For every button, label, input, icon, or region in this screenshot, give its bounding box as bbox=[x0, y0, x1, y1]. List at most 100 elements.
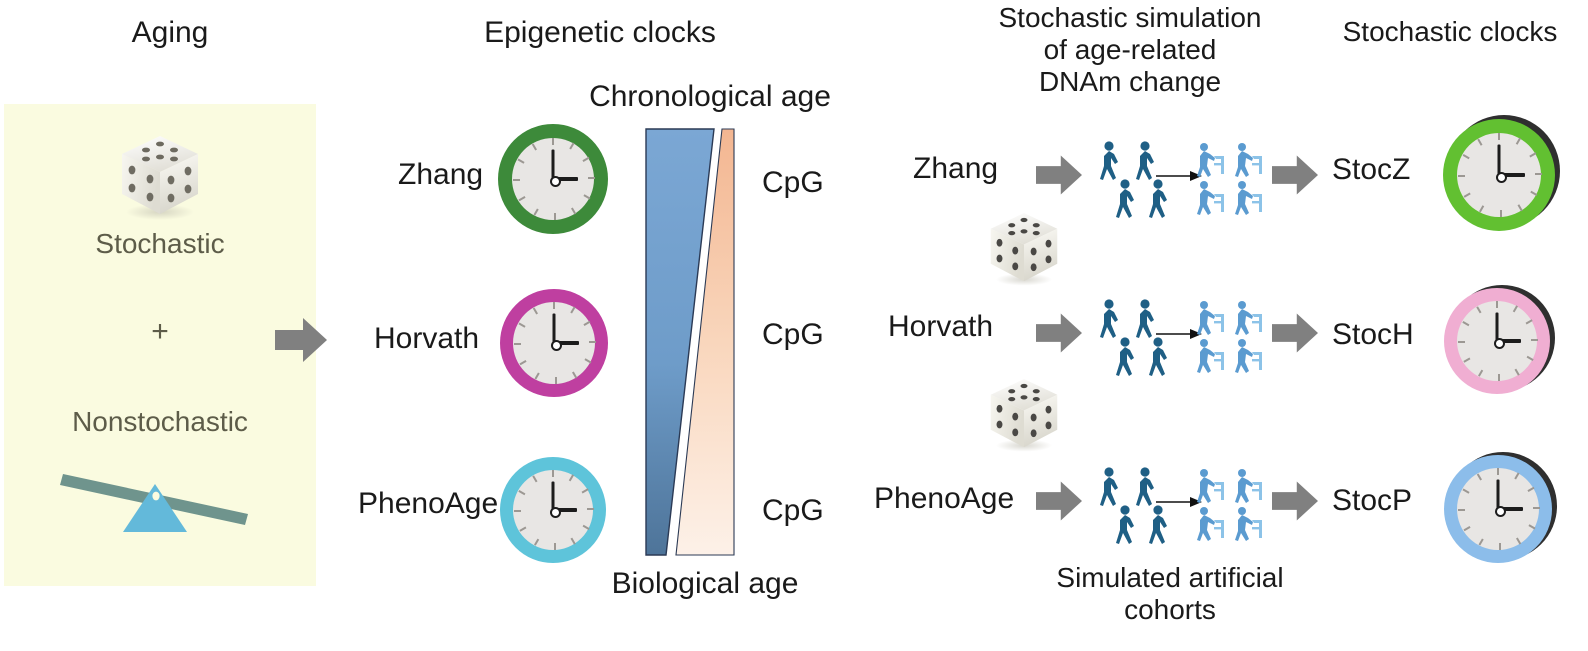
clock-tick bbox=[1535, 173, 1542, 175]
cpg-label-3-text: CpG bbox=[762, 494, 824, 527]
block-arrow-icon bbox=[1272, 313, 1318, 353]
clock-tick bbox=[552, 138, 554, 145]
clock-minute-hand bbox=[1495, 312, 1499, 341]
clock-tick bbox=[1496, 301, 1498, 308]
clock-minute-hand bbox=[1496, 479, 1500, 509]
clock-hour-hand bbox=[553, 177, 578, 181]
dice-icon bbox=[122, 136, 198, 220]
cpg-label-1-text: CpG bbox=[762, 166, 824, 199]
clock-label-zhang: Zhang bbox=[398, 158, 483, 192]
block-arrow-icon bbox=[1272, 481, 1318, 521]
stochastic-label: Stochastic bbox=[20, 228, 300, 260]
block-arrow-icon bbox=[1272, 155, 1318, 195]
cpg-label-2: CpG bbox=[762, 318, 824, 352]
clock-tick bbox=[514, 343, 521, 345]
clock-pivot bbox=[1495, 171, 1507, 183]
aging-title-text: Aging bbox=[131, 16, 209, 49]
clock-icon-zhang bbox=[498, 124, 608, 234]
block-arrow-icon bbox=[1036, 313, 1082, 353]
simulation-footer: Simulated artificial cohorts bbox=[1000, 562, 1340, 626]
cpg-label-3: CpG bbox=[762, 494, 824, 528]
page-title-stochastic-simulation: Stochastic simulation of age-related DNA… bbox=[955, 2, 1305, 98]
clock-icon-stocp bbox=[1444, 452, 1557, 563]
clock-tick bbox=[589, 341, 596, 343]
clock-tick bbox=[1500, 210, 1502, 217]
clock-label-phenoage: PhenoAge bbox=[358, 487, 498, 521]
elderly-walker-icon bbox=[1197, 301, 1262, 373]
clock-tick bbox=[553, 302, 555, 309]
block-arrow-icon bbox=[275, 318, 327, 362]
clock-hour-hand bbox=[554, 341, 579, 345]
clock-label-zhang-text: Zhang bbox=[398, 158, 484, 191]
clock-hour-hand bbox=[1498, 507, 1523, 511]
plus-separator-text: + bbox=[151, 315, 169, 348]
sim-label-phenoage: PhenoAge bbox=[874, 482, 1014, 516]
dice-icon bbox=[990, 379, 1058, 452]
stochastic-label-text: Stochastic bbox=[95, 228, 225, 259]
clock-label-horvath: Horvath bbox=[374, 322, 479, 356]
clock-icon-stocz bbox=[1443, 115, 1560, 231]
stochastic-clocks-title-text: Stochastic clocks bbox=[1342, 16, 1558, 47]
clock-tick bbox=[1499, 543, 1501, 550]
biological-age-label: Biological age bbox=[560, 567, 850, 601]
elderly-walker-icon bbox=[1197, 469, 1262, 541]
wedge-chart bbox=[645, 128, 735, 556]
cpg-label-2-text: CpG bbox=[762, 318, 824, 351]
biological-age-text: Biological age bbox=[611, 567, 799, 600]
walking-people-icon bbox=[1100, 299, 1167, 376]
clock-tick bbox=[514, 510, 521, 512]
clock-tick bbox=[1533, 507, 1540, 509]
clock-tick bbox=[552, 470, 554, 477]
clock-tick bbox=[587, 508, 594, 510]
clock-pivot bbox=[1493, 337, 1505, 349]
sim-label-phenoage-text: PhenoAge bbox=[874, 482, 1015, 515]
thin-arrow-icon bbox=[1156, 171, 1202, 181]
stoc-label-stocp-text: StocP bbox=[1332, 484, 1413, 517]
stoc-label-stoch-text: StocH bbox=[1332, 318, 1414, 351]
thin-arrow-icon bbox=[1156, 329, 1202, 339]
clock-tick bbox=[1458, 341, 1465, 343]
clock-pivot bbox=[550, 339, 562, 351]
walking-people-icon bbox=[1100, 141, 1167, 218]
clock-minute-hand bbox=[551, 149, 555, 179]
epigenetic-clocks-title-text: Epigenetic clocks bbox=[484, 16, 716, 49]
stoc-label-stoch: StocH bbox=[1332, 318, 1414, 352]
clock-icon-phenoage bbox=[500, 457, 606, 563]
clock-minute-hand bbox=[1497, 144, 1501, 175]
clock-icon-horvath bbox=[500, 289, 608, 397]
clock-minute-hand bbox=[552, 313, 556, 343]
cpg-label-1: CpG bbox=[762, 166, 824, 200]
dice-icon bbox=[990, 213, 1058, 286]
clock-label-horvath-text: Horvath bbox=[374, 322, 480, 355]
nonstochastic-label: Nonstochastic bbox=[20, 406, 300, 438]
stoc-label-stocz-text: StocZ bbox=[1332, 153, 1411, 186]
simulation-footer-line-1: Simulated artificial bbox=[1056, 562, 1284, 593]
elderly-walker-icon bbox=[1197, 143, 1262, 215]
clock-tick bbox=[554, 213, 556, 220]
stochastic-simulation-line-2: of age-related bbox=[1043, 34, 1217, 65]
clock-tick bbox=[1458, 175, 1465, 177]
sim-label-horvath: Horvath bbox=[888, 310, 993, 344]
simulation-footer-line-2: cohorts bbox=[1124, 594, 1216, 625]
stoc-label-stocp: StocP bbox=[1332, 484, 1412, 518]
block-arrow-icon bbox=[1036, 155, 1082, 195]
clock-tick bbox=[1458, 509, 1465, 511]
chronological-age-text: Chronological age bbox=[589, 80, 831, 113]
clock-pivot bbox=[549, 175, 561, 187]
plus-separator: + bbox=[20, 315, 300, 349]
clock-tick bbox=[1498, 133, 1500, 140]
chronological-age-label: Chronological age bbox=[545, 80, 875, 114]
sim-label-zhang-text: Zhang bbox=[913, 152, 999, 185]
walking-people-icon bbox=[1100, 467, 1167, 544]
clock-tick bbox=[588, 177, 595, 179]
clock-tick bbox=[1498, 374, 1500, 381]
clock-tick bbox=[513, 179, 520, 181]
thin-arrow-icon bbox=[1156, 497, 1202, 507]
clock-tick bbox=[1531, 339, 1538, 341]
clock-hour-hand bbox=[1497, 339, 1521, 343]
clock-hour-hand bbox=[553, 508, 577, 512]
clock-label-phenoage-text: PhenoAge bbox=[358, 487, 499, 520]
stochastic-simulation-line-1: Stochastic simulation bbox=[998, 2, 1262, 33]
page-title-epigenetic-clocks: Epigenetic clocks bbox=[455, 16, 745, 50]
page-title-aging: Aging bbox=[55, 16, 285, 50]
